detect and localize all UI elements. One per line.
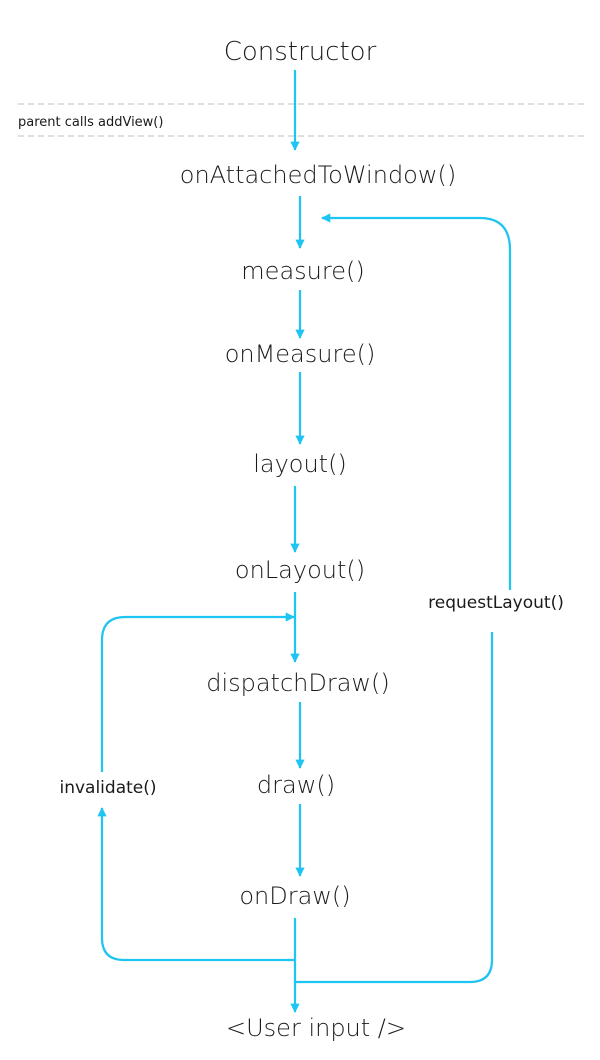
request-layout-loop-upper (321, 213, 512, 590)
loop-label-request-layout: requestLayout() (428, 593, 564, 613)
invalidate-loop-lower (97, 807, 295, 962)
loop-label-invalidate: invalidate() (59, 778, 156, 798)
node-constructor: Constructor (224, 37, 377, 67)
node-measure: measure() (241, 257, 364, 285)
node-layout: layout() (253, 450, 347, 478)
node-dispatch-draw: dispatchDraw() (206, 669, 390, 697)
main-flow-arrows (290, 70, 305, 1013)
node-on-draw: onDraw() (239, 882, 350, 910)
invalidate-loop-upper (100, 612, 295, 772)
separator-label: parent calls addView() (18, 115, 163, 130)
node-draw: draw() (257, 771, 335, 799)
node-on-attached-to-window: onAttachedToWindow() (180, 161, 456, 189)
node-on-measure: onMeasure() (225, 340, 376, 368)
node-on-layout: onLayout() (235, 556, 365, 584)
node-user-input: <User input /> (226, 1014, 406, 1042)
request-layout-loop-lower (295, 632, 494, 984)
